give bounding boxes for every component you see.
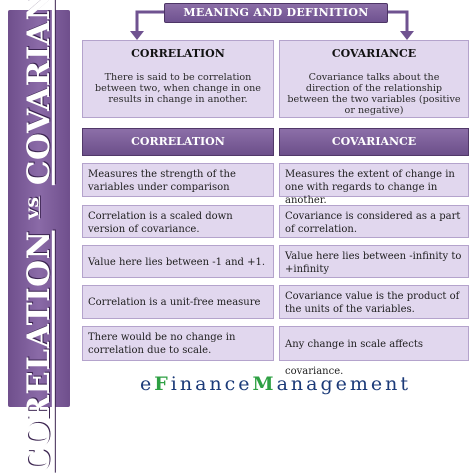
definition-text: There is said to be correlation between …	[95, 72, 261, 105]
column-header-correlation: CORRELATION	[82, 128, 274, 156]
logo-letter-e: e	[140, 373, 155, 395]
banner-connector-arrows	[130, 10, 414, 40]
connector-left-arrow	[135, 10, 164, 33]
side-title-bar	[8, 10, 70, 407]
comparison-cell-covariance: Any change in scale affects covariance.	[279, 326, 469, 377]
comparison-cell-covariance: Covariance is considered as a part of co…	[279, 205, 469, 238]
definition-title: CORRELATION	[131, 47, 225, 60]
comparison-cell-covariance: Covariance value is the product of the u…	[279, 285, 469, 319]
logo-letter-F: F	[154, 373, 171, 395]
logo-word-inance: inance	[170, 373, 253, 395]
definition-box-covariance: COVARIANCE Covariance talks about the di…	[279, 40, 469, 118]
definition-title: COVARIANCE	[331, 47, 417, 60]
logo-letter-M: M	[252, 373, 277, 395]
comparison-cell-correlation: Measures the strength of the variables u…	[82, 163, 274, 197]
comparison-cell-correlation: Correlation is a scaled down version of …	[82, 205, 274, 238]
definition-box-correlation: CORRELATION There is said to be correlat…	[82, 40, 274, 118]
meaning-definition-banner: MEANING AND DEFINITION	[164, 3, 388, 23]
side-title-part1: CORELATION	[21, 230, 58, 474]
connector-left-arrowhead	[130, 31, 144, 40]
side-title: CORELATION vs COVARIANCE	[21, 0, 57, 474]
efinancemanagement-logo: eFinanceManagement	[82, 373, 469, 401]
column-header-covariance: COVARIANCE	[279, 128, 469, 156]
comparison-cell-covariance: Measures the extent of change in one wit…	[279, 163, 469, 206]
side-title-vs: vs	[20, 196, 43, 220]
logo-word-anagement: anagement	[276, 373, 411, 395]
connector-right-arrowhead	[400, 31, 414, 40]
comparison-cell-covariance: Value here lies between -infinity to +in…	[279, 245, 469, 278]
comparison-cell-correlation: Correlation is a unit-free measure	[82, 285, 274, 319]
connector-right-arrow	[386, 10, 409, 33]
comparison-cell-correlation: There would be no change in correlation …	[82, 326, 274, 361]
comparison-cell-correlation: Value here lies between -1 and +1.	[82, 245, 274, 278]
definition-text: Covariance talks about the direction of …	[287, 72, 461, 116]
